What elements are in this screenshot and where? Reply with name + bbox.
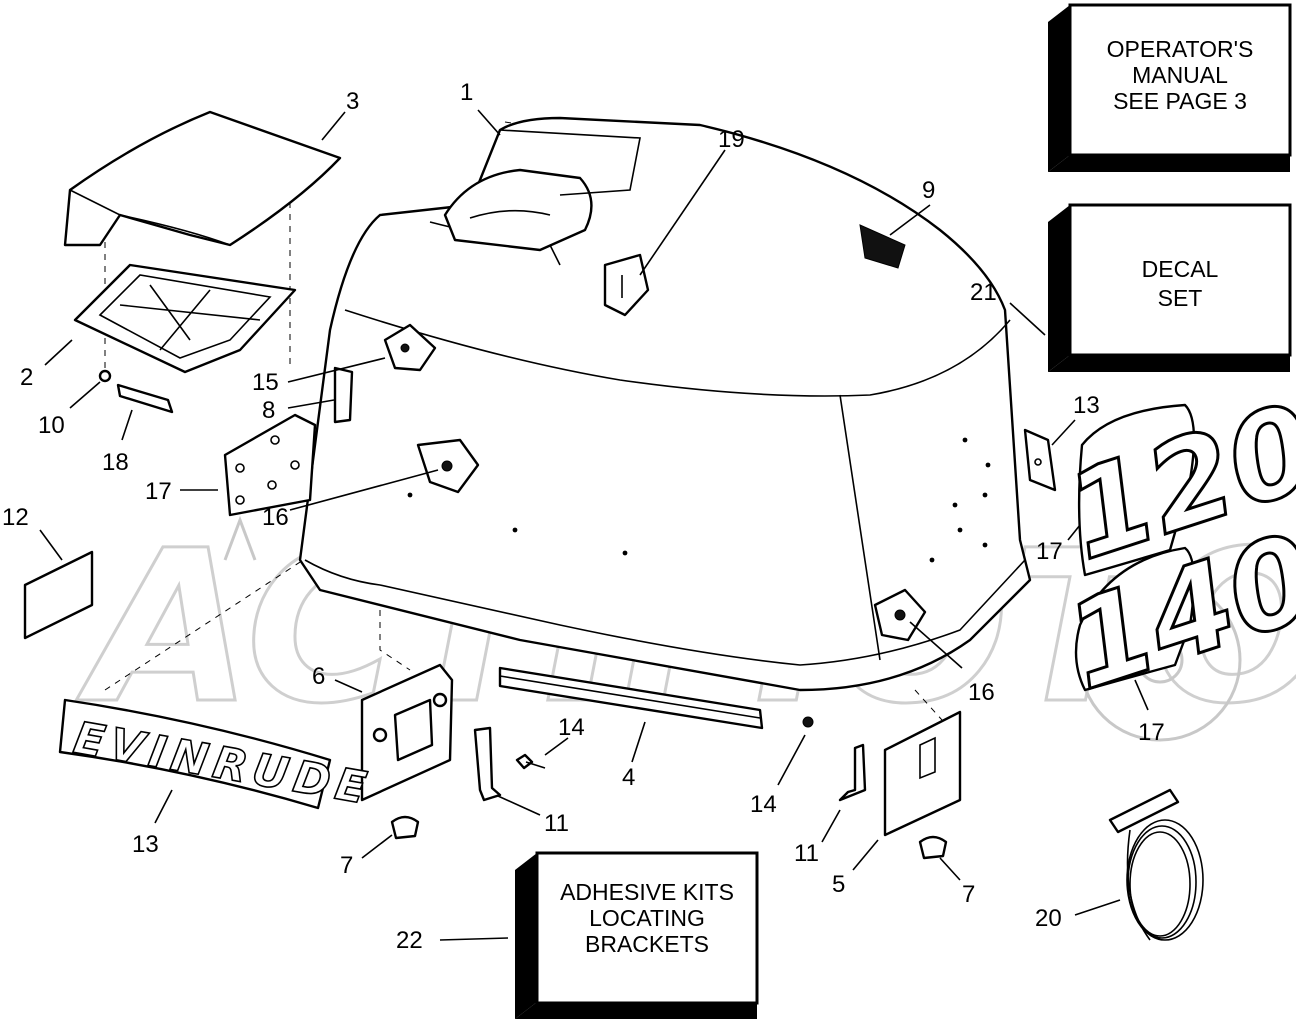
callout-16-right: 16 — [968, 679, 995, 706]
front-plate-5 — [883, 710, 962, 837]
operators-manual-line2: MANUAL — [1132, 62, 1228, 88]
callout-18: 18 — [102, 449, 129, 476]
callout-5: 5 — [832, 871, 845, 898]
callout-13-left: 13 — [132, 831, 159, 858]
callout-6: 6 — [312, 663, 325, 690]
bracket-8 — [333, 366, 354, 424]
decal-set-line1: DECAL — [1142, 256, 1219, 282]
callout-8: 8 — [262, 397, 275, 424]
callout-11-right: 11 — [794, 840, 819, 867]
screw-14-right — [802, 716, 814, 728]
box-operators-manual: OPERATOR'S MANUAL SEE PAGE 3 — [1048, 3, 1292, 172]
callout-17-right: 17 — [1138, 719, 1165, 746]
clip-16-right — [873, 588, 927, 642]
intake-grille — [73, 263, 297, 374]
mount-plate-17-left — [223, 413, 317, 517]
operators-manual-line1: OPERATOR'S — [1107, 36, 1254, 62]
clip-16-left — [416, 438, 480, 494]
adhesive-kits-line2: LOCATING — [589, 905, 705, 931]
callout-numbers: 1 2 3 4 5 6 7 7 8 9 10 11 11 12 13 13 14… — [2, 79, 1165, 954]
callout-10: 10 — [38, 412, 65, 439]
callout-7-right: 7 — [962, 881, 975, 908]
bracket-11-left — [473, 726, 502, 802]
callout-12: 12 — [2, 504, 29, 531]
clip-19 — [603, 253, 650, 317]
callout-14-left: 14 — [558, 714, 585, 741]
callout-16-left: 16 — [262, 504, 289, 531]
callout-21: 21 — [970, 279, 997, 306]
callout-13-right: 13 — [1073, 392, 1100, 419]
callout-20: 20 — [1035, 905, 1062, 932]
callout-2: 2 — [20, 364, 33, 391]
leader-lines — [39, 109, 1149, 941]
callout-15: 15 — [252, 369, 279, 396]
callout-22: 22 — [396, 927, 423, 954]
bracket-11-right — [838, 743, 867, 802]
box-adhesive-kits: ADHESIVE KITS LOCATING BRACKETS — [515, 851, 759, 1019]
air-intake-cover — [63, 110, 342, 247]
screw-14-left — [515, 753, 546, 770]
callout-7-left: 7 — [340, 852, 353, 879]
grommet-10 — [98, 369, 112, 383]
adhesive-kits-line1: ADHESIVE KITS — [560, 879, 734, 905]
latch-9 — [859, 224, 906, 269]
callout-17-mid: 17 — [1036, 538, 1063, 565]
decal-12 — [23, 550, 94, 640]
callout-9: 9 — [922, 177, 935, 204]
callout-19: 19 — [718, 126, 745, 153]
callout-3: 3 — [346, 88, 359, 115]
operators-manual-line3: SEE PAGE 3 — [1113, 88, 1247, 114]
callout-4: 4 — [622, 764, 635, 791]
rear-bracket-6 — [360, 663, 454, 802]
clip-15 — [383, 323, 437, 372]
callout-11-left: 11 — [544, 810, 569, 837]
seal-strip-18 — [116, 383, 174, 414]
adhesive-kits-line3: BRACKETS — [585, 931, 709, 957]
trim-strip-4 — [498, 666, 764, 730]
grommet-7-right — [918, 835, 948, 860]
grommet-7-left — [390, 815, 420, 840]
bracket-13-right — [1023, 428, 1057, 492]
box-decal-set: DECAL SET — [1048, 203, 1292, 372]
callout-17-left: 17 — [145, 478, 172, 505]
engine-cover — [298, 116, 1032, 692]
cable-20 — [1108, 788, 1204, 941]
callout-14-right: 14 — [750, 791, 777, 818]
decal-set-line2: SET — [1158, 285, 1203, 311]
callout-1: 1 — [460, 79, 473, 106]
